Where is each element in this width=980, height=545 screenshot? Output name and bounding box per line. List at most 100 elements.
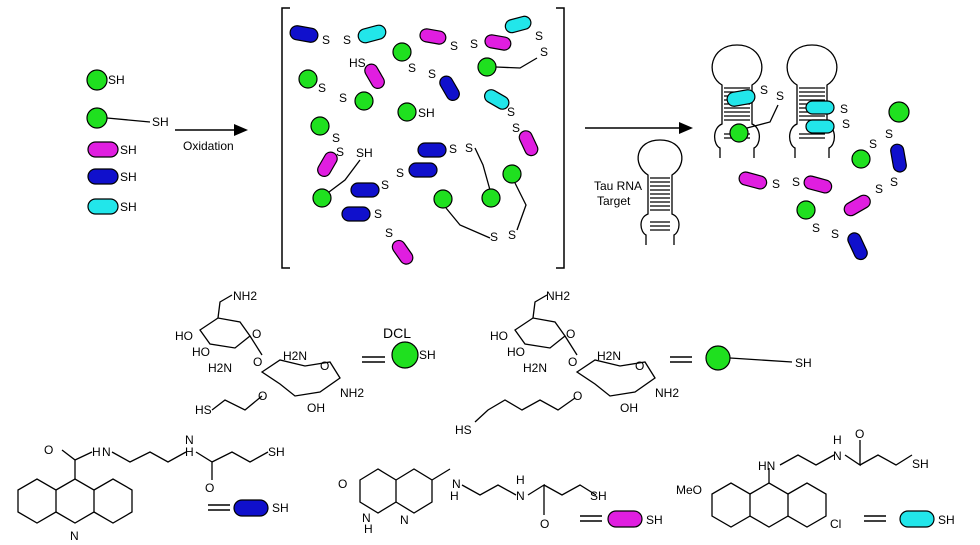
svg-text:S: S bbox=[336, 145, 344, 159]
svg-text:SH: SH bbox=[418, 106, 435, 120]
svg-text:S: S bbox=[428, 67, 436, 81]
green-monomer-long bbox=[86, 107, 108, 129]
svg-text:NH2: NH2 bbox=[340, 386, 364, 400]
svg-text:SH: SH bbox=[268, 445, 285, 459]
svg-text:HO: HO bbox=[490, 329, 508, 343]
svg-text:S: S bbox=[840, 102, 848, 116]
svg-text:S: S bbox=[772, 177, 780, 191]
svg-text:NH2: NH2 bbox=[233, 289, 257, 303]
svg-text:S: S bbox=[792, 175, 800, 189]
svg-text:S: S bbox=[507, 105, 515, 119]
svg-text:S: S bbox=[812, 221, 820, 235]
aminoglycoside-short: NH2 HO HO H2N O O H2N NH2 OH O O HS bbox=[175, 289, 364, 417]
svg-text:S: S bbox=[875, 182, 883, 196]
svg-text:Cl: Cl bbox=[830, 517, 841, 531]
svg-text:S: S bbox=[332, 131, 340, 145]
svg-text:HO: HO bbox=[507, 345, 525, 359]
svg-text:H: H bbox=[450, 489, 459, 503]
svg-text:SH: SH bbox=[590, 489, 607, 503]
svg-text:NH2: NH2 bbox=[655, 386, 679, 400]
magenta-monomer bbox=[87, 141, 119, 158]
svg-text:MeO: MeO bbox=[676, 483, 702, 497]
svg-text:S: S bbox=[869, 137, 877, 151]
svg-text:O: O bbox=[320, 359, 329, 373]
svg-text:SH: SH bbox=[646, 513, 663, 527]
svg-text:S: S bbox=[381, 178, 389, 192]
cyan-monomer bbox=[87, 198, 119, 215]
svg-text:N: N bbox=[185, 433, 194, 447]
svg-text:S: S bbox=[450, 39, 458, 53]
svg-text:N: N bbox=[452, 477, 461, 491]
svg-text:SH: SH bbox=[795, 356, 812, 370]
blue-monomer bbox=[87, 168, 119, 185]
target-label-line2: Target bbox=[597, 194, 631, 208]
svg-text:S: S bbox=[760, 83, 768, 97]
dcl-label: DCL bbox=[383, 325, 411, 341]
right-bracket bbox=[556, 7, 565, 269]
svg-text:H: H bbox=[833, 433, 842, 447]
svg-text:H2N: H2N bbox=[597, 349, 621, 363]
svg-text:O: O bbox=[855, 427, 864, 441]
oxidation-arrow: Oxidation bbox=[175, 124, 248, 153]
svg-text:S: S bbox=[508, 228, 516, 242]
svg-text:H: H bbox=[92, 445, 101, 459]
svg-text:SH: SH bbox=[912, 457, 929, 471]
dcl-equivalence: DCL SH bbox=[362, 325, 436, 369]
svg-text:O: O bbox=[540, 517, 549, 531]
svg-text:S: S bbox=[470, 37, 478, 51]
svg-text:N: N bbox=[400, 513, 409, 527]
svg-text:S: S bbox=[890, 175, 898, 189]
svg-text:OH: OH bbox=[620, 401, 638, 415]
svg-text:S: S bbox=[512, 121, 520, 135]
left-bracket bbox=[281, 7, 290, 269]
svg-text:O: O bbox=[573, 389, 582, 403]
svg-text:OH: OH bbox=[307, 401, 325, 415]
svg-text:H: H bbox=[364, 522, 373, 536]
sh-label: SH bbox=[108, 73, 125, 87]
svg-text:SH: SH bbox=[356, 146, 373, 160]
svg-text:S: S bbox=[374, 207, 382, 221]
svg-text:S: S bbox=[385, 226, 393, 240]
svg-text:N: N bbox=[70, 529, 79, 543]
svg-text:O: O bbox=[258, 389, 267, 403]
svg-text:O: O bbox=[635, 359, 644, 373]
svg-text:N: N bbox=[516, 489, 525, 503]
svg-text:S: S bbox=[540, 45, 548, 59]
svg-text:N: N bbox=[102, 445, 111, 459]
svg-text:HO: HO bbox=[192, 345, 210, 359]
svg-text:S: S bbox=[490, 230, 498, 244]
magenta-equivalence: SH bbox=[580, 510, 663, 528]
svg-text:O: O bbox=[566, 327, 575, 341]
svg-text:S: S bbox=[339, 91, 347, 105]
svg-text:N: N bbox=[362, 511, 371, 525]
svg-text:N: N bbox=[833, 449, 842, 463]
svg-text:SH: SH bbox=[272, 501, 289, 515]
svg-text:NH2: NH2 bbox=[546, 289, 570, 303]
svg-text:SH: SH bbox=[419, 348, 436, 362]
sh-label: SH bbox=[120, 170, 137, 184]
cyan-equivalence: SH bbox=[864, 510, 955, 528]
svg-text:O: O bbox=[44, 443, 53, 457]
svg-text:S: S bbox=[318, 81, 326, 95]
oxidation-label: Oxidation bbox=[183, 139, 234, 153]
sh-label: SH bbox=[152, 115, 169, 129]
svg-text:S: S bbox=[322, 33, 330, 47]
tau-rna-target: Tau RNA Target bbox=[594, 139, 683, 245]
svg-text:HO: HO bbox=[175, 329, 193, 343]
svg-text:S: S bbox=[831, 227, 839, 241]
svg-text:S: S bbox=[842, 117, 850, 131]
svg-text:O: O bbox=[568, 355, 577, 369]
target-label-line1: Tau RNA bbox=[594, 179, 642, 193]
svg-text:S: S bbox=[449, 142, 457, 156]
svg-text:S: S bbox=[776, 89, 784, 103]
svg-text:H: H bbox=[516, 473, 525, 487]
svg-text:O: O bbox=[252, 327, 261, 341]
svg-text:H2N: H2N bbox=[208, 361, 232, 375]
svg-text:S: S bbox=[885, 127, 893, 141]
svg-text:HS: HS bbox=[349, 56, 366, 70]
bound-complexes: S S S S S S S S S S S S bbox=[711, 44, 910, 261]
svg-text:S: S bbox=[535, 29, 543, 43]
green-monomer-short bbox=[86, 69, 108, 91]
svg-text:H2N: H2N bbox=[523, 361, 547, 375]
svg-text:HS: HS bbox=[455, 423, 472, 437]
